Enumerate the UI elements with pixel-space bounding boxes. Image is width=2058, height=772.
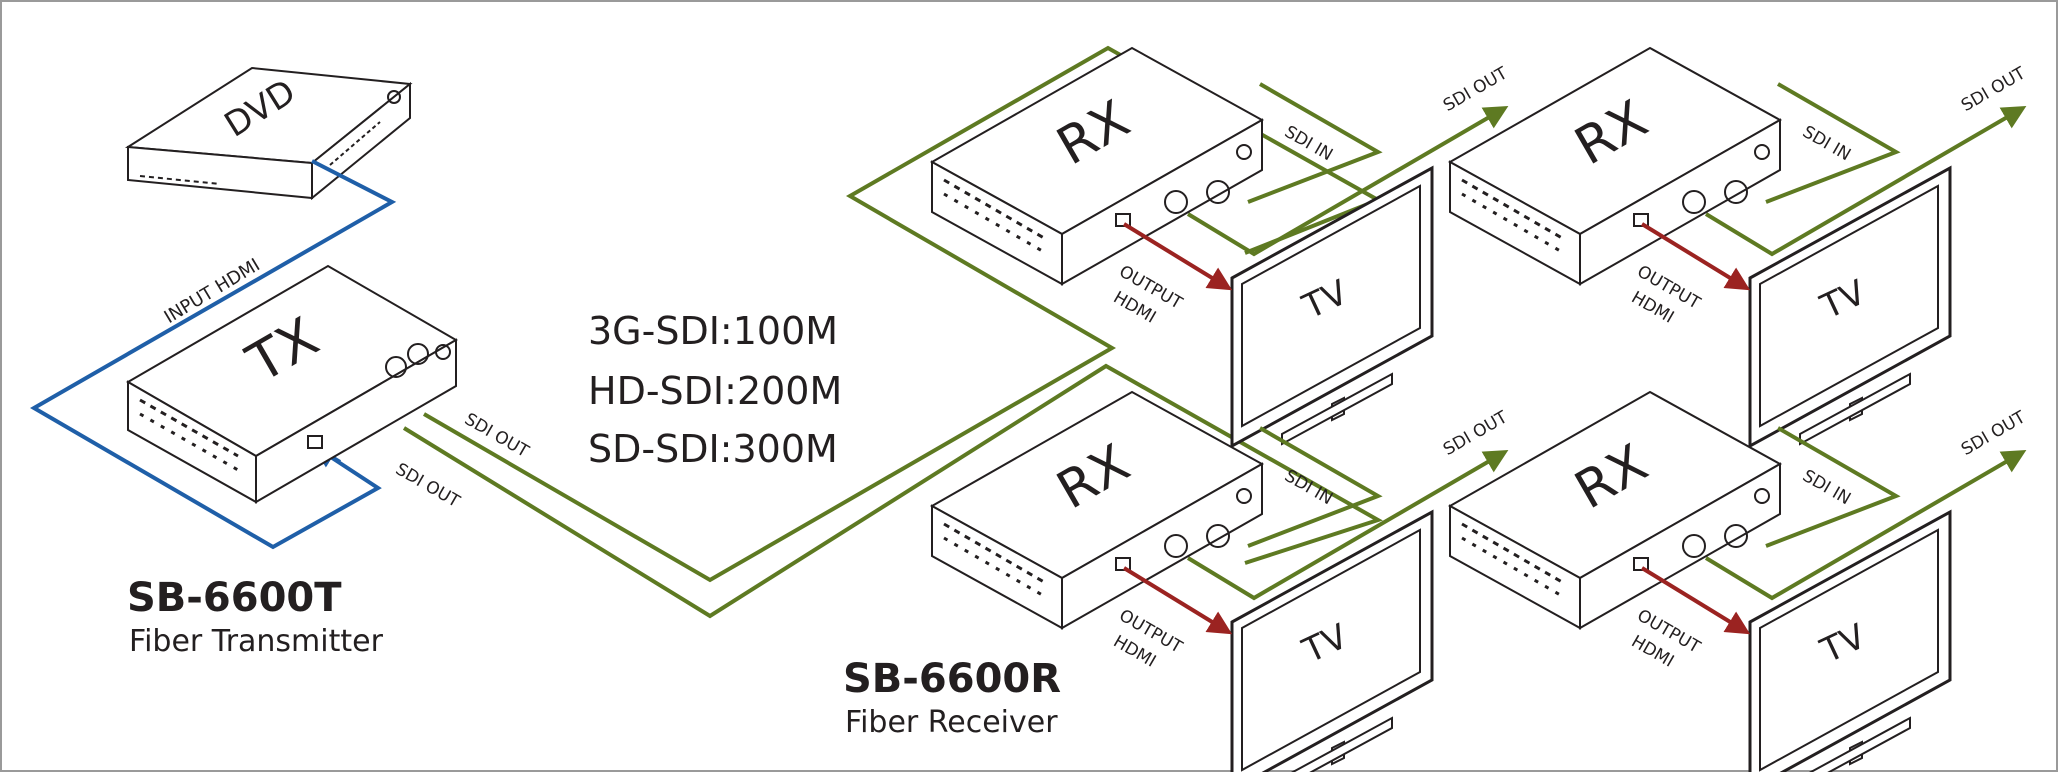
dvd-player: DVD	[124, 66, 413, 201]
sdi-in-label: SDI IN	[1281, 466, 1336, 509]
spec-hd-sdi: HD-SDI:200M	[588, 369, 842, 413]
spec-sd-sdi: SD-SDI:300M	[588, 427, 838, 471]
sdi-out-label: SDI OUT	[1440, 63, 1512, 116]
hdmi-port	[1115, 213, 1131, 227]
sdi-in-cable	[1765, 426, 1901, 548]
sdi-in-connector	[1724, 180, 1748, 204]
sdi-in-cable	[1247, 82, 1383, 204]
sdi-in-connector	[1206, 524, 1230, 548]
sdi-out-connector	[1164, 190, 1188, 214]
receiver-description: Fiber Receiver	[845, 705, 1058, 740]
sdi-in-cable	[1247, 426, 1383, 548]
hdmi-output-arrow	[1122, 222, 1233, 291]
sdi-out-label: SDI OUT	[1440, 407, 1512, 460]
hdmi-output-arrow	[1640, 566, 1751, 635]
receiver-model: SB-6600R	[843, 656, 1061, 702]
rx-unit: RX	[1447, 46, 1783, 286]
tv: TV	[1230, 509, 1434, 772]
rx-unit: RX	[929, 390, 1265, 630]
sdi-out-connector	[1164, 534, 1188, 558]
sdi-in-label: SDI IN	[1799, 122, 1854, 165]
sdi-out-cable	[1704, 105, 2027, 257]
sdi-out-cable	[1186, 105, 1509, 257]
sdi-out-cable	[1186, 449, 1509, 601]
hdmi-input-cable	[30, 159, 397, 550]
hdmi-output-arrow	[1640, 222, 1751, 291]
sdi-in-connector	[1206, 180, 1230, 204]
tx-unit	[126, 264, 458, 504]
spec-3g-sdi: 3G-SDI:100M	[588, 309, 838, 353]
hdmi-port	[1633, 557, 1649, 571]
sdi-in-cable	[1765, 82, 1901, 204]
sdi-out-label: SDI OUT	[1958, 407, 2030, 460]
sdi-cable-to-lower-chain	[402, 363, 1383, 619]
transmitter-model: SB-6600T	[127, 575, 342, 621]
tx-sdi-out-label-lower: SDI OUT	[392, 459, 464, 512]
hdmi-port	[1633, 213, 1649, 227]
tv: TV	[1748, 165, 1952, 449]
rx-unit: RX	[1447, 390, 1783, 630]
tv: TV	[1230, 165, 1434, 449]
sdi-in-connector	[1724, 524, 1748, 548]
rx-unit: RX	[929, 46, 1265, 286]
transmitter-description: Fiber Transmitter	[129, 624, 384, 659]
sdi-in-label: SDI IN	[1799, 466, 1854, 509]
sdi-out-connector	[1682, 190, 1706, 214]
hdmi-output-arrow	[1122, 566, 1233, 635]
sdi-out-cable	[1704, 449, 2027, 601]
tv: TV	[1748, 509, 1952, 772]
sdi-out-label: SDI OUT	[1958, 63, 2030, 116]
hdmi-port	[1115, 557, 1131, 571]
sdi-out-connector	[1682, 534, 1706, 558]
